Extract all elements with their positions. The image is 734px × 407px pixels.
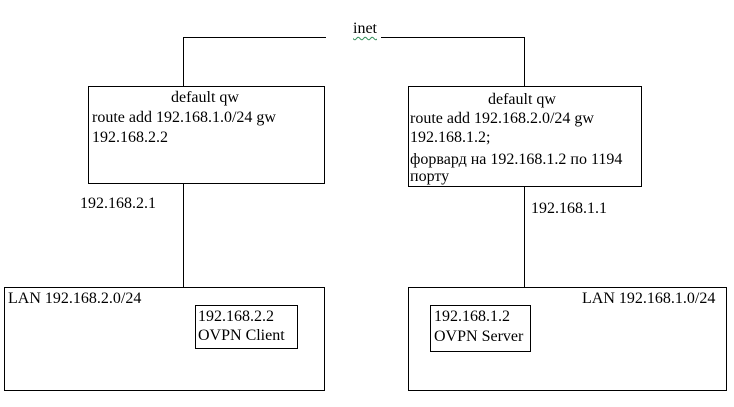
right-lan-host-ip: 192.168.1.2 — [434, 308, 510, 325]
right-gateway-lan-wire — [524, 186, 525, 287]
right-lan-label: LAN 192.168.1.0/24 — [582, 290, 716, 307]
inet-label-text: inet — [353, 20, 377, 37]
left-lan-host-role: OVPN Client — [198, 327, 285, 344]
left-gateway-title: default qw — [171, 89, 239, 106]
right-gateway-route-line2: 192.168.1.2; — [410, 129, 491, 146]
right-gateway-box — [408, 86, 642, 187]
right-gateway-forward-line: форвард на 192.168.1.2 по 1194 — [410, 151, 623, 168]
left-gateway-route-line1-text: route add 192.168.1.0/24 gw — [92, 109, 276, 126]
right-gateway-lan-ip: 192.168.1.1 — [531, 200, 607, 217]
left-lan-host-ip: 192.168.2.2 — [198, 308, 274, 325]
left-lan-host-box — [195, 305, 298, 349]
left-gateway-route-line2: 192.168.2.2 — [92, 129, 168, 146]
inet-label: inet — [353, 19, 377, 38]
right-lan-host-role: OVPN Server — [434, 328, 524, 345]
left-gateway-box — [88, 86, 325, 184]
right-lan-host-box — [430, 305, 531, 352]
right-gateway-route-line1: route add 192.168.2.0/24 gw — [410, 110, 594, 127]
inet-wire-left-vertical — [183, 37, 184, 86]
inet-wire-right-vertical — [524, 37, 525, 86]
inet-wire-right-horizontal — [381, 37, 525, 38]
inet-wire-left-horizontal — [183, 37, 326, 38]
left-gateway-lan-wire — [183, 183, 184, 287]
right-gateway-title: default qw — [488, 91, 556, 108]
left-lan-label: LAN 192.168.2.0/24 — [8, 290, 142, 307]
left-gateway-lan-ip: 192.168.2.1 — [80, 195, 156, 212]
right-gateway-forward-line-end: порту — [410, 168, 450, 185]
left-gateway-route-line1: route add 192.168.1.0/24 gw — [92, 108, 276, 127]
